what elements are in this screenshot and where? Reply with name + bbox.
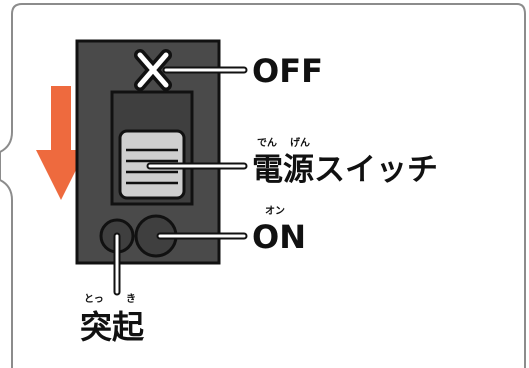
protrusion-ruby-2: き	[126, 293, 136, 305]
power-switch-label: 電源スイッチ	[252, 152, 438, 188]
leader-lines	[113, 66, 248, 296]
switch-ruby-2: げん	[290, 136, 310, 149]
outer-frame	[0, 3, 526, 368]
x-icon	[134, 49, 172, 91]
off-label: OFF	[252, 52, 323, 90]
switch-ruby-1: でん	[257, 137, 277, 149]
on-label: ON	[252, 218, 306, 256]
protrusion-label: 突起	[80, 308, 145, 346]
arrow-down-icon	[36, 86, 86, 200]
protrusion-ruby-1: とっ	[84, 293, 104, 305]
on-ruby: オン	[265, 205, 285, 217]
